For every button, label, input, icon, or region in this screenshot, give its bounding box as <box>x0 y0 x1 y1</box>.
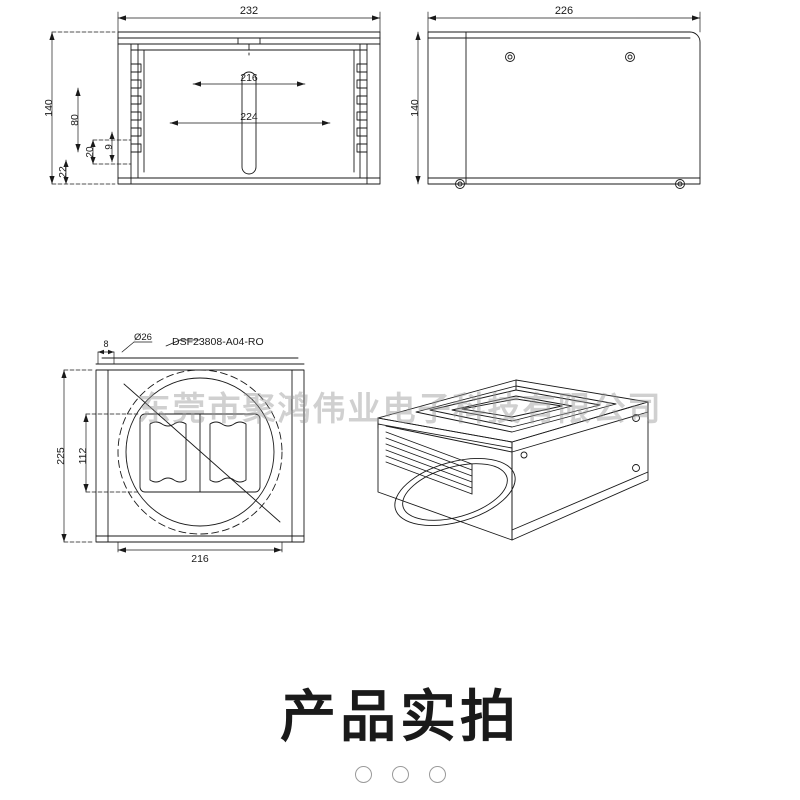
carousel-dot-3[interactable] <box>428 766 446 783</box>
dim-224: 224 <box>240 111 258 123</box>
dimension-labels: 232 216 224 140 80 22 20 9 226 140 8 Ø26… <box>43 5 573 565</box>
dim-216-rear: 216 <box>191 553 209 565</box>
front-view-dimensions <box>49 11 381 185</box>
part-number-label: DSF23808-A04-RO <box>172 336 264 348</box>
dim-8: 8 <box>103 339 108 349</box>
carousel-dots <box>0 766 800 783</box>
front-view-geometry <box>117 31 381 185</box>
dim-216-front: 216 <box>240 72 258 84</box>
side-view-dimensions <box>415 11 701 185</box>
isometric-view-geometry <box>377 379 649 541</box>
rear-view-dimensions <box>61 339 283 553</box>
dim-22: 22 <box>57 166 69 178</box>
dim-140-side: 140 <box>409 99 421 117</box>
dim-140-front: 140 <box>43 99 55 117</box>
dim-80: 80 <box>69 114 81 126</box>
carousel-dot-1[interactable] <box>354 766 372 783</box>
dim-9: 9 <box>104 144 115 150</box>
dim-20: 20 <box>85 146 96 158</box>
dim-225: 225 <box>55 447 67 465</box>
section-caption: 产品实拍 <box>280 685 520 750</box>
dim-226: 226 <box>555 5 573 17</box>
carousel-dot-2[interactable] <box>391 766 409 783</box>
dim-232: 232 <box>240 5 258 17</box>
side-view-geometry <box>427 31 701 189</box>
rear-view-geometry <box>95 357 305 543</box>
dim-diameter-26: Ø26 <box>134 332 152 343</box>
dim-112: 112 <box>77 447 89 464</box>
